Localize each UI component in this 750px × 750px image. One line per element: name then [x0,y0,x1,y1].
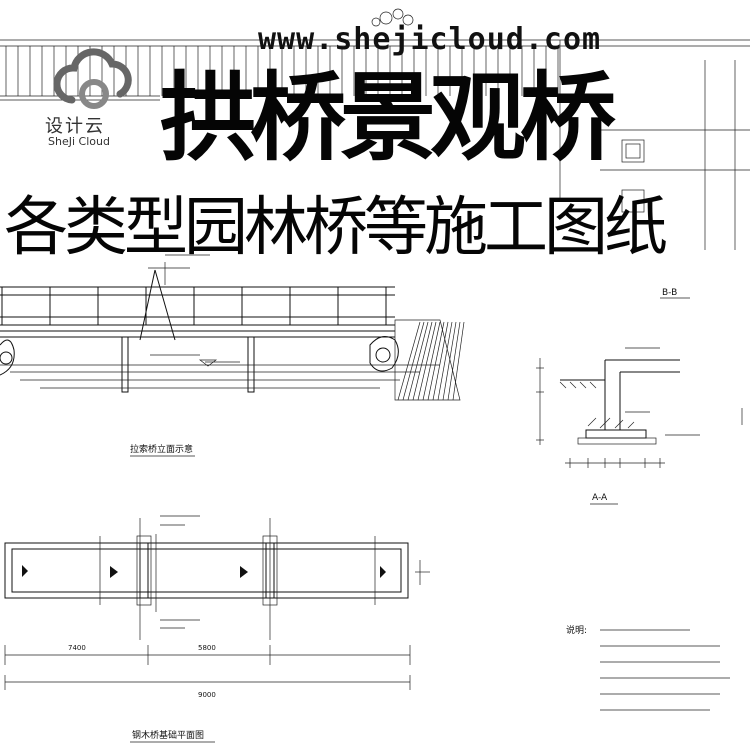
section-aa-label: A-A [592,493,608,503]
notes-heading: 说明: [566,624,587,636]
bridge-elevation-top-label [148,254,210,285]
plan-dim-mid: 5800 [198,644,216,652]
plan-dim-total: 9000 [198,691,216,699]
page-title: 拱桥景观桥 [160,62,616,174]
foundation-plan [4,515,430,690]
watermark-logo-subtext: SheJi Cloud [48,135,110,148]
section-aa-detail [536,347,743,468]
plan-caption: 钢木桥基础平面图 [132,729,204,741]
section-bb-label: B-B [662,288,677,298]
plan-dim-left: 7400 [68,644,86,652]
bridge-elevation [0,269,465,401]
elevation-caption: 拉索桥立面示意 [130,443,193,455]
page-subtitle: 各类型园林桥等施工图纸 [4,191,668,265]
notes-block [600,629,730,711]
cloud-logo-icon [53,48,132,109]
watermark-logo-text: 设计云 [45,116,105,137]
watermark-url: www.shejicloud.com [258,22,602,57]
